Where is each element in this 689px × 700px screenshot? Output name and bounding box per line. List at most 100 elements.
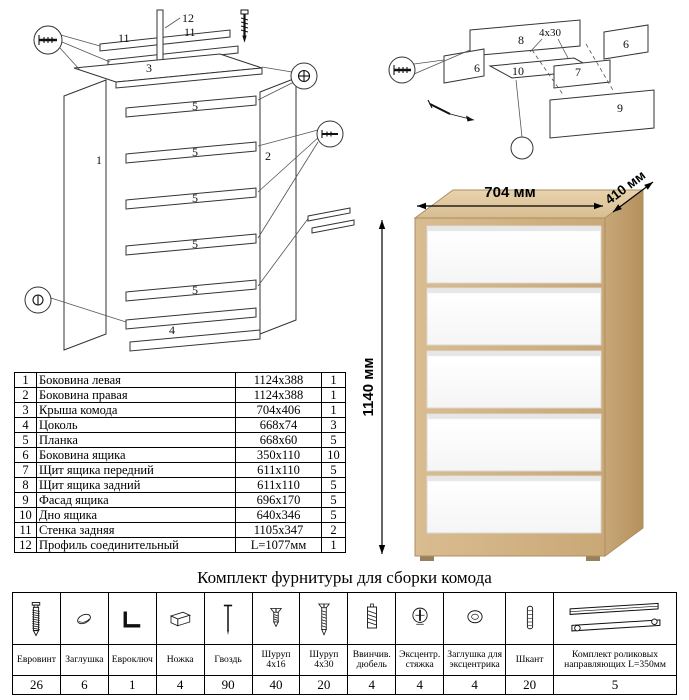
label-part-5: 5: [192, 237, 198, 251]
hardware-item-qty: 20: [317, 677, 331, 692]
part-qty: 1: [321, 402, 346, 418]
label-part-2: 2: [265, 149, 271, 163]
screw-30-icon: [300, 593, 348, 645]
part-name: Боковина ящика: [36, 447, 236, 463]
hardware-item-qty: 20: [523, 677, 537, 692]
part-num: 12: [14, 537, 37, 553]
hardware-item-qty: 4: [416, 677, 423, 692]
dowel-icon: [506, 593, 554, 645]
part-size: 1124x388: [235, 372, 322, 388]
label-part-4: 4: [169, 323, 175, 337]
screw-glyph: [427, 99, 475, 122]
part-size: 350x110: [235, 447, 322, 463]
part-num: 8: [14, 477, 37, 493]
part-qty: 2: [321, 522, 346, 538]
part-name: Профиль соединительный: [36, 537, 236, 553]
part-num: 11: [14, 522, 37, 538]
label-part-9: 9: [617, 101, 623, 115]
part-name: Стенка задняя: [36, 522, 236, 538]
part-name: Щит ящика передний: [36, 462, 236, 478]
part-size: 611x110: [235, 462, 322, 478]
profile-shape: [156, 9, 164, 67]
part-num: 6: [14, 447, 37, 463]
plug-icon: [60, 593, 108, 645]
part-qty: 1: [321, 372, 346, 388]
drawer-front-shape: [553, 59, 611, 89]
part-qty: 1: [321, 387, 346, 403]
hardware-item-qty: 5: [611, 677, 619, 692]
label-part-3: 3: [146, 61, 152, 75]
drawer-rail-shapes: [307, 207, 355, 234]
nail-icon: [204, 593, 252, 645]
part-name: Боковина левая: [36, 372, 236, 388]
part-qty: 5: [321, 432, 346, 448]
part-name: Щит ящика задний: [36, 477, 236, 493]
hardware-item-name: Заглушка для эксцентрика: [444, 645, 506, 676]
confirmat-screw-glyph: [240, 9, 249, 43]
dimension-arrowheads: [378, 182, 653, 554]
rails-icon: [554, 593, 676, 645]
drawer-side-left-shape: [443, 48, 485, 84]
part-size: 611x110: [235, 477, 322, 493]
cam-icon: [396, 593, 444, 645]
part-qty: 5: [321, 462, 346, 478]
part-name: Крыша комода: [36, 402, 236, 418]
hardware-item-name: Шуруп 4x30: [300, 645, 348, 676]
width-dimension-label: 704 мм: [484, 184, 535, 201]
hardware-item-name: Гвоздь: [204, 645, 252, 676]
foot-icon: [156, 593, 204, 645]
hardware-item-qty: 1: [129, 677, 136, 692]
label-part-12: 12: [182, 11, 194, 25]
part-name: Дно ящика: [36, 507, 236, 523]
hardware-item-name: Эксцентр. стяжка: [396, 645, 444, 676]
cabinet-assembly-diagram: 12 11 11 3 1 2 5 5 5 5 5 4: [24, 9, 355, 352]
label-part-11: 11: [118, 31, 130, 45]
part-size: 668x74: [235, 417, 322, 433]
hardware-item-name: Ввинчив. дюбель: [348, 645, 396, 676]
label-part-11: 11: [184, 25, 196, 39]
hardware-item-name: Шуруп 4x16: [252, 645, 300, 676]
hardware-item-qty: 4: [176, 677, 184, 692]
hardware-item-qty: 4: [471, 677, 478, 692]
label-part-5: 5: [192, 99, 198, 113]
drawer-facade-shape: [549, 89, 655, 139]
part-num: 10: [14, 507, 37, 523]
plinth-shapes: [125, 307, 261, 352]
chest-foot: [586, 554, 600, 561]
part-qty: 5: [321, 507, 346, 523]
hardware-item-name: Ножка: [156, 645, 204, 676]
part-qty: 10: [321, 447, 346, 463]
hardware-item-name: Евровинт: [13, 645, 60, 676]
part-size: L=1077мм: [235, 537, 322, 553]
label-part-5: 5: [192, 191, 198, 205]
label-part-7: 7: [575, 65, 581, 79]
drawer-assembly-diagram: 8 4x30 6 6 10 7 9: [388, 19, 655, 160]
hardware-item-qty: 4: [368, 677, 376, 692]
cam-cover-icon: [444, 593, 506, 645]
part-size: 696x170: [235, 492, 322, 508]
part-qty: 3: [321, 417, 346, 433]
plank-shapes: [125, 95, 257, 302]
part-qty: 5: [321, 477, 346, 493]
dowel-screw-icon: [348, 593, 396, 645]
